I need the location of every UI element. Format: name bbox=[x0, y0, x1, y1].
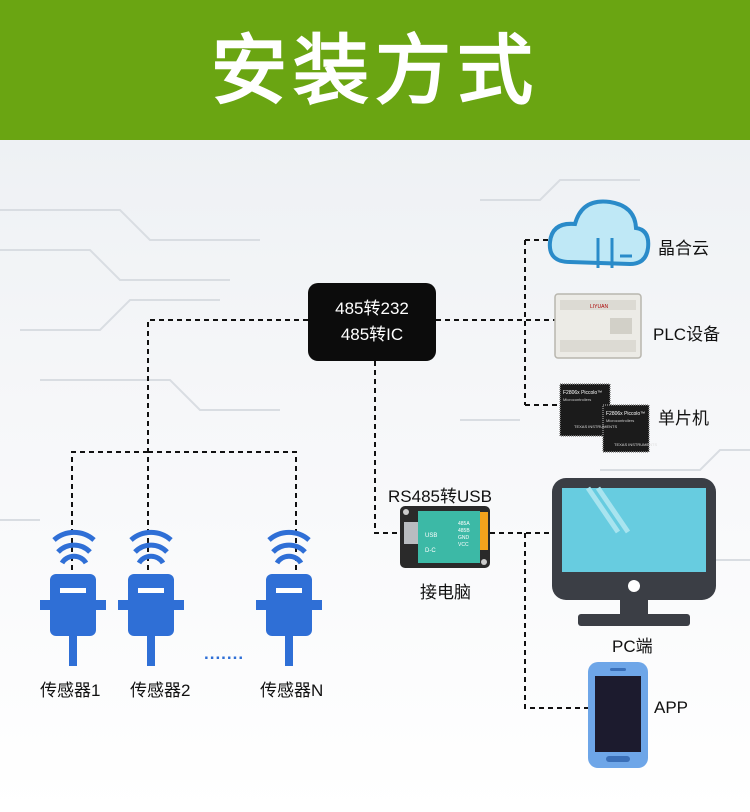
wire-sensorN bbox=[148, 451, 297, 575]
sensor-n-label: 传感器N bbox=[260, 681, 324, 700]
pin-label: 485B bbox=[458, 528, 470, 534]
chip-maker-2: TEXAS INSTRUMENTS bbox=[614, 442, 657, 447]
usb-port-label: USB bbox=[425, 533, 437, 539]
pin-label: VCC bbox=[458, 542, 469, 548]
plc-device-icon: LIYUAN bbox=[554, 293, 642, 359]
mcu-label: 单片机 bbox=[658, 409, 709, 428]
cloud-icon bbox=[547, 199, 651, 268]
page-title: 安装方式 bbox=[211, 29, 539, 114]
plc-label: PLC设备 bbox=[653, 325, 721, 344]
plc-brand: LIYUAN bbox=[590, 304, 608, 310]
chip-subtitle: Microcontrollers bbox=[563, 397, 591, 402]
sensor-1-icon bbox=[40, 529, 106, 666]
chip-name-2: F2806x Piccolo™ bbox=[606, 411, 645, 417]
wire-converter-sensor2 bbox=[147, 319, 308, 575]
converter-line-1: 485转232 bbox=[335, 299, 409, 318]
cloud-label: 晶合云 bbox=[658, 239, 709, 258]
sensor-2-icon bbox=[118, 529, 184, 666]
chip-subtitle-2: Microcontrollers bbox=[606, 418, 634, 423]
wireless-sensor-icon bbox=[40, 529, 322, 666]
sensor-1-label: 传感器1 bbox=[40, 681, 101, 700]
usb-adapter-sublabel: 接电脑 bbox=[420, 583, 471, 602]
microcontroller-chip-icon: F2806x Piccolo™ Microcontrollers F2806x … bbox=[559, 383, 657, 453]
dc-port-label: D-C bbox=[425, 548, 436, 554]
pc-label: PC端 bbox=[612, 637, 653, 656]
pin-label: 485A bbox=[458, 521, 470, 527]
wire-usb-app bbox=[524, 533, 588, 709]
converter-box: 485转232 485转IC bbox=[308, 283, 436, 361]
usb-adapter-label: RS485转USB bbox=[388, 487, 492, 506]
sensor-n-icon bbox=[256, 529, 322, 666]
smartphone-icon bbox=[588, 662, 648, 768]
app-label: APP bbox=[654, 698, 689, 717]
converter-line-2: 485转IC bbox=[340, 325, 404, 344]
sensor-2-label: 传感器2 bbox=[130, 681, 191, 700]
chip-maker: TEXAS INSTRUMENTS bbox=[574, 424, 617, 429]
chip-name: F2806x Piccolo™ bbox=[563, 390, 602, 396]
header-banner bbox=[0, 0, 750, 140]
monitor-icon bbox=[552, 478, 716, 626]
sensor-ellipsis: ....... bbox=[204, 644, 245, 663]
rs485-usb-adapter-icon: USB D-C 485A 485B GND VCC bbox=[400, 506, 490, 568]
wire-converter-usb bbox=[374, 361, 400, 534]
pin-label: GND bbox=[458, 535, 470, 541]
